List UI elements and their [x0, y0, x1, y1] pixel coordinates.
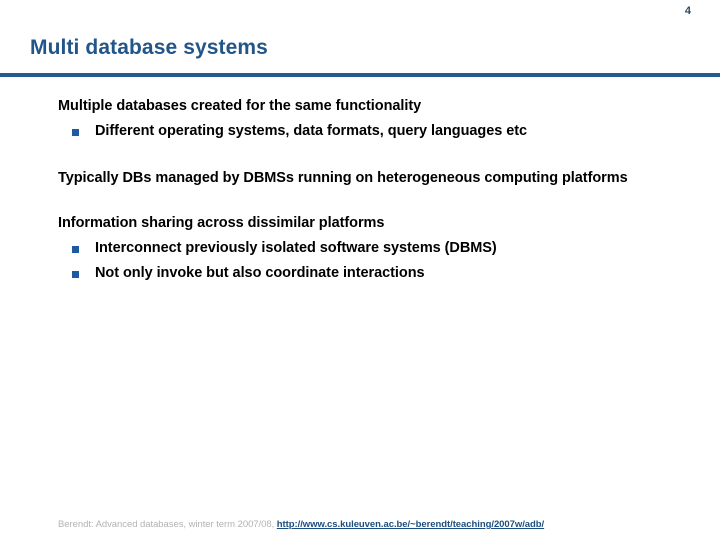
- spacer: [58, 140, 678, 170]
- spacer: [58, 187, 678, 215]
- footer-text: Berendt: Advanced databases, winter term…: [58, 519, 277, 530]
- list-item: Not only invoke but also coordinate inte…: [58, 265, 678, 282]
- block-heading: Typically DBs managed by DBMSs running o…: [58, 170, 628, 186]
- list-item: Interconnect previously isolated softwar…: [58, 240, 678, 257]
- content-block: Typically DBs managed by DBMSs running o…: [58, 170, 678, 187]
- list-item-label: Interconnect previously isolated softwar…: [95, 240, 497, 256]
- title-divider: [0, 73, 720, 77]
- page-number: 4: [684, 5, 691, 17]
- list-item: Different operating systems, data format…: [58, 123, 678, 140]
- square-bullet-icon: [72, 129, 79, 136]
- content-block: Information sharing across dissimilar pl…: [58, 215, 678, 282]
- square-bullet-icon: [72, 246, 79, 253]
- square-bullet-icon: [72, 271, 79, 278]
- block-heading: Information sharing across dissimilar pl…: [58, 215, 385, 231]
- list-item-label: Different operating systems, data format…: [95, 123, 528, 139]
- slide-footer: Berendt: Advanced databases, winter term…: [58, 519, 544, 530]
- block-heading: Multiple databases created for the same …: [58, 98, 422, 114]
- footer-course-link[interactable]: http://www.cs.kuleuven.ac.be/~berendt/te…: [276, 519, 545, 530]
- list-item-label: Not only invoke but also coordinate inte…: [95, 265, 425, 281]
- slide-body: Multiple databases created for the same …: [58, 98, 678, 282]
- content-block: Multiple databases created for the same …: [58, 98, 678, 140]
- page-title: Multi database systems: [30, 36, 268, 59]
